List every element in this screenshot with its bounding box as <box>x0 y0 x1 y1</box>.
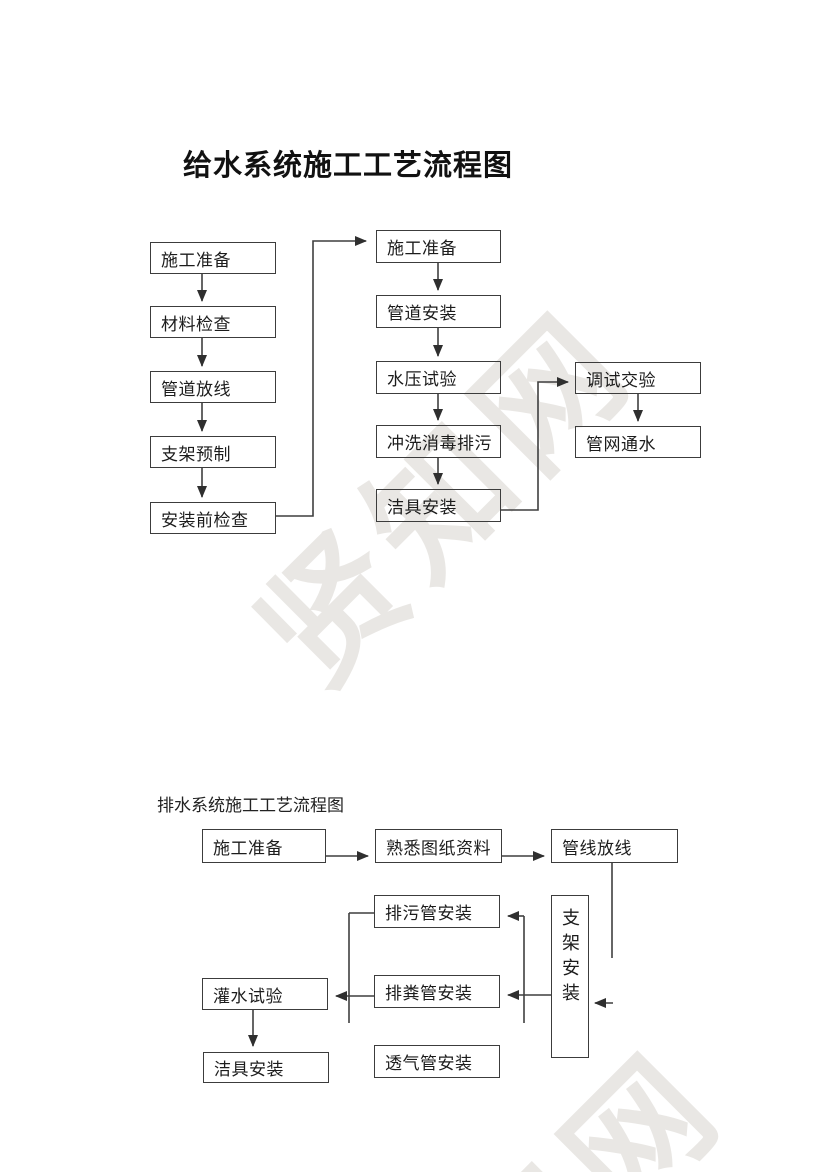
box-pre-install-check: 安装前检查 <box>150 502 276 534</box>
box-pipe-layout: 管道放线 <box>150 371 276 403</box>
box-flush-disinfect-drain: 冲洗消毒排污 <box>376 425 501 458</box>
box-sewage-pipe-install: 排污管安装 <box>374 895 500 928</box>
box-construction-prep-1: 施工准备 <box>150 242 276 274</box>
box-water-fill-test: 灌水试验 <box>202 978 328 1010</box>
connector-precheck-to-prep2 <box>276 236 367 517</box>
box-material-inspection: 材料检查 <box>150 306 276 338</box>
chart2-title: 排水系统施工工艺流程图 <box>157 796 344 815</box>
box-commissioning: 调试交验 <box>575 362 701 394</box>
box-waste-pipe-install: 排粪管安装 <box>374 975 500 1008</box>
box-bracket-install: 支架安装 <box>551 895 589 1058</box>
box-construction-prep-3: 施工准备 <box>202 829 326 863</box>
connector-fixture-to-commissioning <box>501 377 569 511</box>
box-network-water-on: 管网通水 <box>575 426 701 458</box>
box-fixture-install-1: 洁具安装 <box>376 489 501 522</box>
box-pipeline-layout: 管线放线 <box>551 829 678 863</box>
box-review-drawings: 熟悉图纸资料 <box>375 829 502 863</box>
box-pressure-test: 水压试验 <box>376 361 501 394</box>
box-fixture-install-2: 洁具安装 <box>203 1052 329 1083</box>
box-pipe-install: 管道安装 <box>376 295 501 328</box>
box-construction-prep-2: 施工准备 <box>376 230 501 263</box>
box-bracket-prefab: 支架预制 <box>150 436 276 468</box>
chart1-title: 给水系统施工工艺流程图 <box>183 150 514 182</box>
box-vent-pipe-install: 透气管安装 <box>374 1045 500 1078</box>
